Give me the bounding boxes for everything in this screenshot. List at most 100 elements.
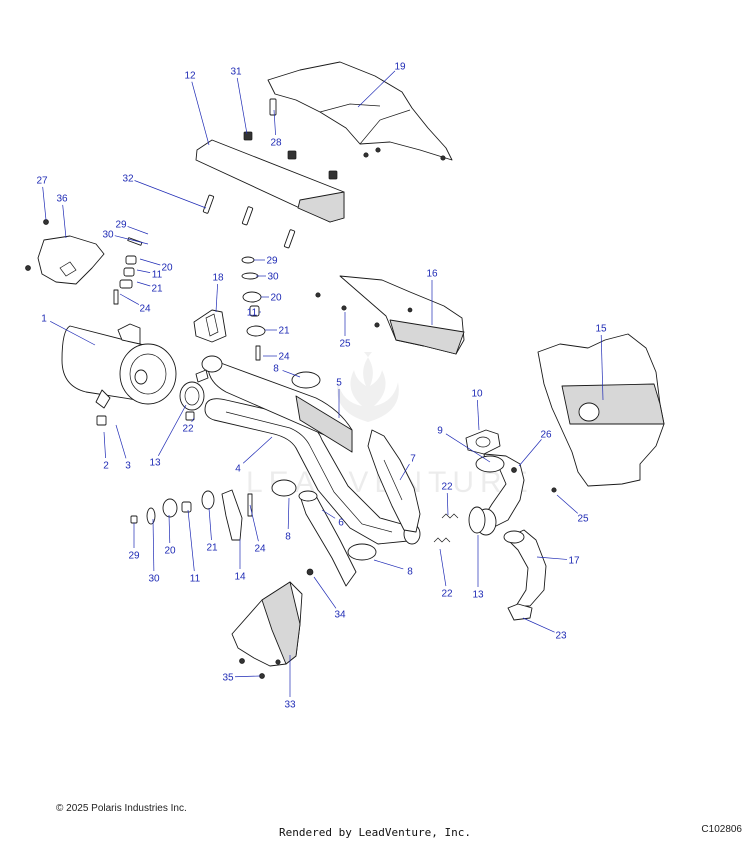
callout-c35: 35 [222,673,261,684]
callout-c34: 34 [313,576,346,621]
figure-id: C102806 [701,824,742,835]
callout-c13b: 13 [472,535,484,601]
callout-number: 6 [338,518,344,529]
callout-leader [399,463,410,481]
callout-leader [62,204,67,239]
callout-number: 30 [267,272,279,283]
callout-leader [439,548,447,587]
callout-c21b: 21 [206,507,218,554]
part-gasket-left [179,381,205,421]
callout-leader [215,283,218,313]
callout-number: 20 [270,293,282,304]
part-middle-pipe [298,490,357,587]
callout-c27: 27 [36,176,48,221]
callout-number: 34 [334,610,346,621]
callout-number: 22 [441,482,453,493]
callout-leader [273,109,276,136]
callout-leader [114,235,149,245]
callout-number: 25 [339,339,351,350]
callout-c22a: 22 [182,417,195,435]
callout-c28: 28 [270,109,282,149]
callout-number: 35 [222,673,234,684]
callout-leader [313,576,337,609]
callout-leader [236,77,248,135]
callout-c26: 26 [518,430,552,467]
callout-c11b: 11 [187,509,201,585]
callout-number: 21 [278,326,290,337]
callout-c20c: 20 [139,258,173,274]
callout-number: 22 [441,589,453,600]
hardware-center-stack [241,256,380,361]
callout-number: 7 [410,454,416,465]
callout-leader [208,507,212,541]
callout-leader [158,404,187,457]
callout-leader [282,370,301,378]
callout-leader [242,436,273,464]
part-left-bracket [25,219,105,285]
callout-number: 17 [568,556,580,567]
callout-leader [119,293,140,305]
callout-leader [139,258,161,266]
callout-number: 11 [152,270,163,281]
part-upper-heat-shield [195,139,345,223]
callout-number: 28 [270,138,282,149]
callout-c8a: 8 [273,364,301,378]
callout-number: 13 [149,458,161,469]
callout-leader [445,433,491,463]
callout-number: 27 [36,176,48,187]
rendered-by-text: Rendered by LeadVenture, Inc. [278,826,472,839]
callout-leader [321,509,336,519]
callout-number: 20 [164,546,176,557]
callout-leader [191,81,210,146]
part-elbow-pipe [503,529,547,621]
callout-leader [373,559,404,570]
callout-leader [50,320,96,346]
callout-c13a: 13 [149,404,187,469]
callout-c32: 32 [122,174,207,209]
callout-c8b: 8 [285,497,291,543]
part-side-heat-shield [367,429,421,533]
callout-c4: 4 [235,436,273,475]
callout-number: 2 [103,461,109,472]
callout-leader [522,617,555,633]
callout-number: 25 [577,514,589,525]
callout-leader [518,439,542,467]
callout-number: 24 [139,304,151,315]
callout-c23: 23 [522,617,567,642]
callout-c11a: 11 [247,308,261,319]
part-large-heat-shield [537,333,665,487]
callout-leader [249,504,259,542]
callout-c22c: 22 [439,548,453,600]
callout-c9: 9 [437,426,491,463]
callout-number: 23 [555,631,567,642]
callout-c25a: 25 [339,312,351,350]
hardware-left-stack [113,237,143,305]
callout-number: 29 [115,220,127,231]
callout-number: 15 [595,324,607,335]
callout-c21a: 21 [265,326,290,337]
part-gasket-right [433,506,486,543]
callout-number: 33 [284,700,296,711]
callout-c16: 16 [426,269,438,325]
callout-leader [191,417,195,423]
callout-leader [103,431,106,459]
callout-c1: 1 [41,314,96,346]
callout-number: 8 [285,532,291,543]
callout-number: 29 [266,256,278,267]
callout-number: 11 [190,574,201,585]
callout-number: 12 [184,71,196,82]
callout-number: 3 [125,461,131,472]
callout-number: 32 [122,174,134,185]
part-center-bracket [193,309,227,343]
copyright-text: © 2025 Polaris Industries Inc. [56,803,187,814]
callout-number: 5 [336,378,342,389]
callout-leader [134,180,207,209]
callout-leader [556,494,578,514]
callout-leader [115,424,127,459]
callout-c25b: 25 [556,494,589,525]
callout-c20a: 20 [261,293,282,304]
callout-number: 11 [247,308,258,319]
callout-c24a: 24 [263,352,290,363]
callout-leader [357,70,396,108]
